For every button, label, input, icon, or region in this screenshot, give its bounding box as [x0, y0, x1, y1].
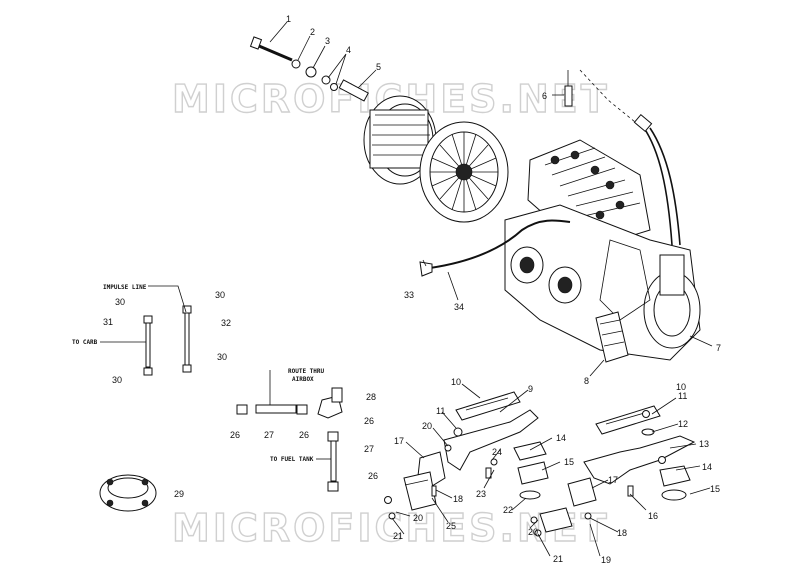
leader-lines [269, 21, 713, 557]
callout-20c: 20 [528, 527, 538, 537]
callout-19: 19 [601, 555, 611, 565]
callout-30d: 30 [112, 375, 122, 385]
callout-6: 6 [542, 91, 547, 101]
callout-26d: 26 [368, 471, 378, 481]
callout-7: 7 [716, 343, 721, 353]
right-mounts [530, 405, 696, 537]
bolt-assembly [249, 36, 369, 102]
callout-29: 29 [174, 489, 184, 499]
callout-21a: 21 [393, 531, 403, 541]
callout-14b: 14 [702, 462, 712, 472]
fuel-pump [99, 474, 157, 512]
callout-11b: 11 [678, 391, 687, 401]
callout-1: 1 [286, 14, 291, 24]
callout-28: 28 [366, 392, 376, 402]
spark-plug [564, 69, 641, 127]
callout-27b: 27 [364, 444, 374, 454]
callout-18a: 18 [453, 494, 463, 504]
note-impulse-line: IMPULSE LINE [103, 284, 147, 291]
callout-15b: 15 [710, 484, 720, 494]
callout-34: 34 [454, 302, 464, 312]
callout-30b: 30 [215, 290, 225, 300]
callout-26a: 26 [230, 430, 240, 440]
callout-25: 25 [446, 521, 456, 531]
watermark-bottom: MICROFICHES.NET [172, 506, 610, 550]
left-mounts [384, 391, 549, 520]
callout-4: 4 [346, 45, 351, 55]
callout-17b: 17 [608, 475, 618, 485]
callout-2: 2 [310, 27, 315, 37]
callout-26c: 26 [364, 416, 374, 426]
callout-20a: 20 [422, 421, 432, 431]
callout-27a: 27 [264, 430, 274, 440]
callout-3: 3 [325, 36, 330, 46]
callout-30c: 30 [217, 352, 227, 362]
drive-clutch [363, 95, 509, 223]
callout-18b: 18 [617, 528, 627, 538]
callout-32: 32 [221, 318, 231, 328]
callout-8: 8 [584, 376, 589, 386]
note-route-thru: ROUTE THRU [288, 368, 325, 375]
callout-33: 33 [404, 290, 414, 300]
note-to-carb: TO CARB [72, 339, 98, 346]
callout-10b: 10 [676, 382, 686, 392]
impulse-hose [419, 219, 571, 277]
note-airbox: AIRBOX [292, 376, 314, 383]
callout-9: 9 [528, 384, 533, 394]
callout-23: 23 [476, 489, 486, 499]
engine [504, 113, 701, 363]
callout-15a: 15 [564, 457, 574, 467]
callout-31: 31 [103, 317, 113, 327]
callout-10a: 10 [451, 377, 461, 387]
fuel-lines [236, 370, 343, 492]
callout-21b: 21 [553, 554, 563, 564]
callout-5: 5 [376, 62, 381, 72]
callout-30a: 30 [115, 297, 125, 307]
callout-11a: 11 [436, 406, 445, 416]
callout-20b: 20 [413, 513, 423, 523]
impulse-tubes [100, 285, 192, 376]
callout-22: 22 [503, 505, 513, 515]
routing-notes: IMPULSE LINE TO CARB ROUTE THRU AIRBOX T… [72, 284, 325, 463]
callout-26b: 26 [299, 430, 309, 440]
callout-16: 16 [648, 511, 658, 521]
callout-17a: 17 [394, 436, 404, 446]
callout-13: 13 [699, 439, 709, 449]
note-to-fuel-tank: TO FUEL TANK [270, 456, 314, 463]
callout-14a: 14 [556, 433, 566, 443]
callout-12: 12 [678, 419, 688, 429]
callout-24: 24 [492, 447, 502, 457]
callout-labels: 1 2 3 4 5 6 7 8 9 10 10 11 11 12 13 14 1… [103, 14, 721, 565]
